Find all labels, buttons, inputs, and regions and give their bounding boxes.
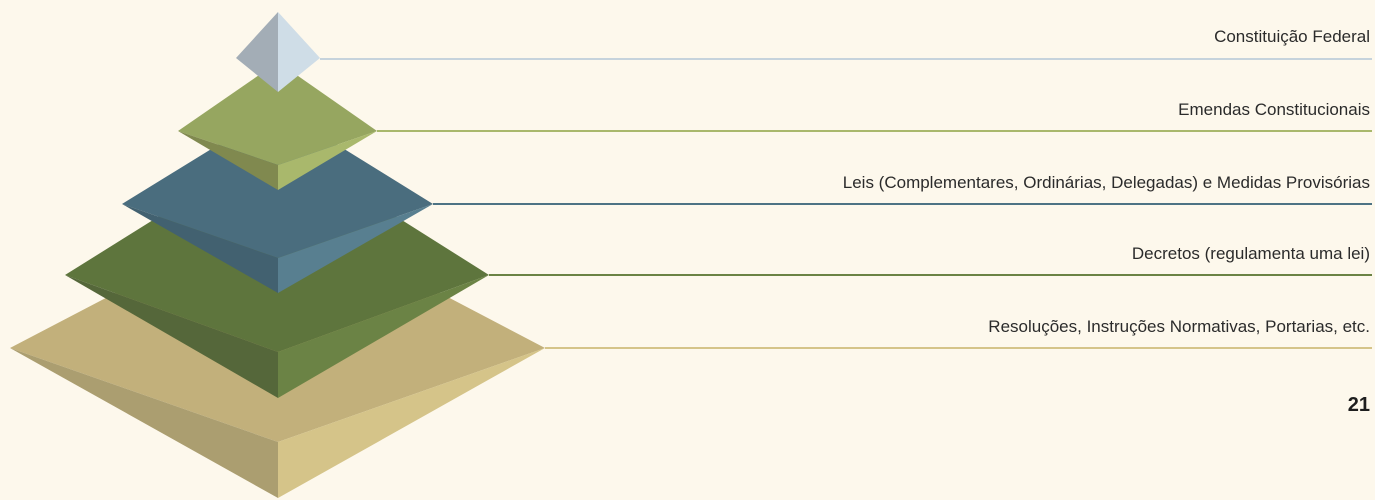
tier-3-left-face — [122, 204, 278, 293]
level-label-leis: Leis (Complementares, Ordinárias, Delega… — [843, 173, 1370, 192]
page-number: 21 — [1348, 394, 1370, 416]
tier-1-left-face — [236, 12, 278, 92]
tier-3-right-face — [278, 204, 433, 293]
level-label-emendas: Emendas Constitucionais — [1178, 100, 1370, 119]
tier-4-left-face — [65, 275, 278, 398]
level-label-decretos: Decretos (regulamenta uma lei) — [1132, 244, 1370, 263]
level-label-resolucoes: Resoluções, Instruções Normativas, Porta… — [988, 317, 1370, 336]
pyramid-tier-1 — [236, 12, 320, 92]
level-label-constituicao: Constituição Federal — [1214, 27, 1370, 46]
tier-4-right-face — [278, 275, 489, 398]
tier-2-top-face — [178, 62, 377, 165]
tier-2-right-face — [278, 131, 377, 190]
pyramid-tier-2 — [178, 62, 377, 190]
tier-5-left-face — [10, 348, 278, 498]
tier-1-right-face — [278, 12, 320, 92]
tier-2-left-face — [178, 131, 278, 190]
tier-5-right-face — [278, 348, 545, 498]
